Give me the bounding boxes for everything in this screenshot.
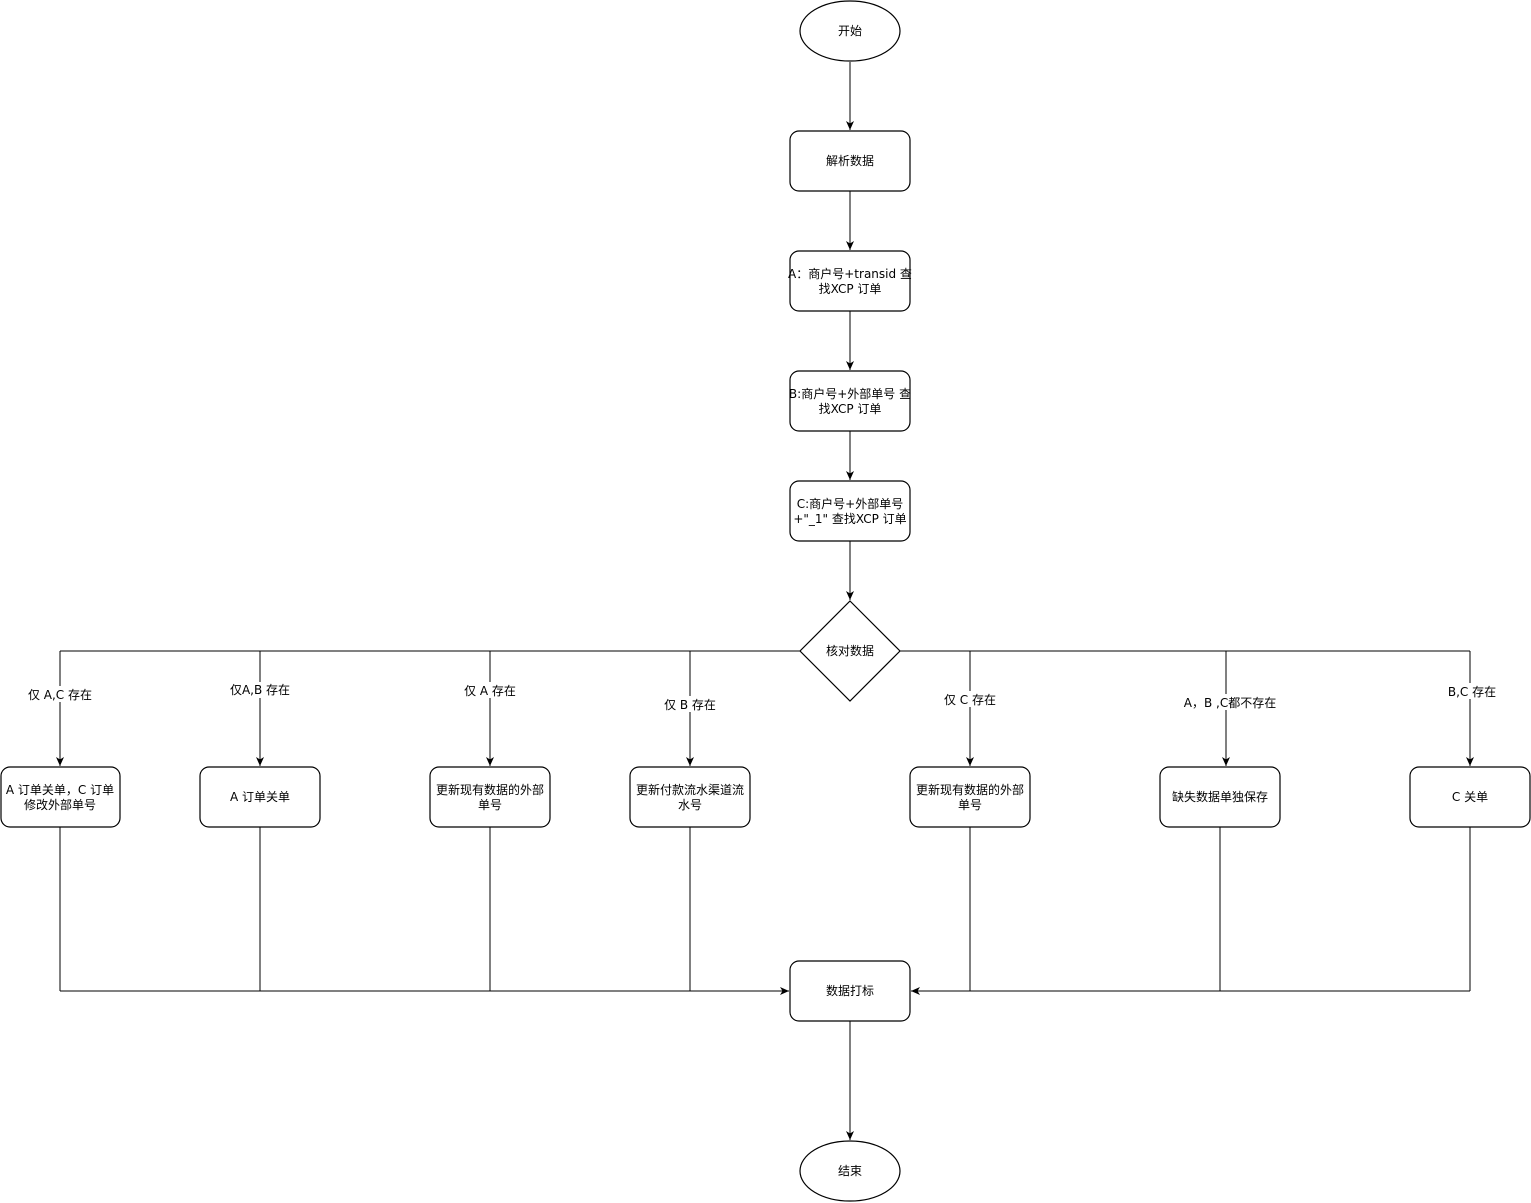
- edges: [56, 62, 1474, 1140]
- action-7-label: C 关单: [1452, 790, 1488, 804]
- start-label: 开始: [838, 24, 862, 38]
- mark-node[interactable]: 数据打标: [789, 960, 911, 1022]
- parse-label: 解析数据: [826, 153, 874, 168]
- action-3-node[interactable]: 更新现有数据的外部 单号: [429, 766, 551, 828]
- action-2-label: A 订单关单: [230, 790, 290, 804]
- start-node[interactable]: 开始: [799, 0, 901, 62]
- edge-labels: 仅 A,C 存在 仅A,B 存在 仅 A 存在 仅 B 存在 仅 C 存在 A，…: [22, 682, 1500, 712]
- edge-label-ab: 仅A,B 存在: [230, 683, 290, 697]
- edge-label-c: 仅 C 存在: [944, 693, 996, 707]
- action-1-label-line2: 修改外部单号: [24, 797, 96, 812]
- find-c-node[interactable]: C:商户号+外部单号 +"_1" 查找XCP 订单: [789, 480, 911, 542]
- action-5-node[interactable]: 更新现有数据的外部 单号: [909, 766, 1031, 828]
- find-b-node[interactable]: B:商户号+外部单号 查 找XCP 订单: [789, 370, 911, 432]
- action-5-label-line2: 单号: [958, 798, 982, 812]
- mark-label: 数据打标: [826, 983, 874, 998]
- action-6-label: 缺失数据单独保存: [1172, 789, 1268, 804]
- action-7-node[interactable]: C 关单: [1409, 766, 1531, 828]
- check-node[interactable]: 核对数据: [799, 600, 901, 702]
- edge-label-none: A，B ,C都不存在: [1184, 696, 1276, 710]
- edge-label-b: 仅 B 存在: [664, 698, 716, 712]
- action-2-node[interactable]: A 订单关单: [199, 766, 321, 828]
- action-6-node[interactable]: 缺失数据单独保存: [1159, 766, 1281, 828]
- find-a-node[interactable]: A：商户号+transid 查 找XCP 订单: [788, 250, 912, 312]
- action-1-label-line1: A 订单关单，C 订单: [6, 783, 114, 797]
- find-c-label-line1: C:商户号+外部单号: [797, 496, 903, 511]
- action-4-label-line1: 更新付款流水渠道流: [636, 782, 744, 797]
- action-4-label-line2: 水号: [678, 798, 702, 812]
- find-b-label-line1: B:商户号+外部单号 查: [789, 386, 911, 401]
- find-c-label-line2: +"_1" 查找XCP 订单: [793, 512, 906, 526]
- find-b-label-line2: 找XCP 订单: [819, 402, 882, 416]
- edge-label-bc: B,C 存在: [1448, 685, 1496, 699]
- end-label: 结束: [838, 1164, 862, 1178]
- end-node[interactable]: 结束: [799, 1140, 901, 1202]
- action-3-label-line1: 更新现有数据的外部: [436, 782, 544, 797]
- edge-label-ac: 仅 A,C 存在: [28, 688, 92, 702]
- action-3-label-line2: 单号: [478, 798, 502, 812]
- check-label: 核对数据: [826, 643, 874, 658]
- find-a-label-line1: A：商户号+transid 查: [788, 266, 912, 281]
- parse-node[interactable]: 解析数据: [789, 130, 911, 192]
- find-a-label-line2: 找XCP 订单: [819, 282, 882, 296]
- edge-label-a: 仅 A 存在: [464, 684, 516, 698]
- action-4-node[interactable]: 更新付款流水渠道流 水号: [629, 766, 751, 828]
- action-5-label-line1: 更新现有数据的外部: [916, 782, 1024, 797]
- action-1-node[interactable]: A 订单关单，C 订单 修改外部单号: [0, 766, 121, 828]
